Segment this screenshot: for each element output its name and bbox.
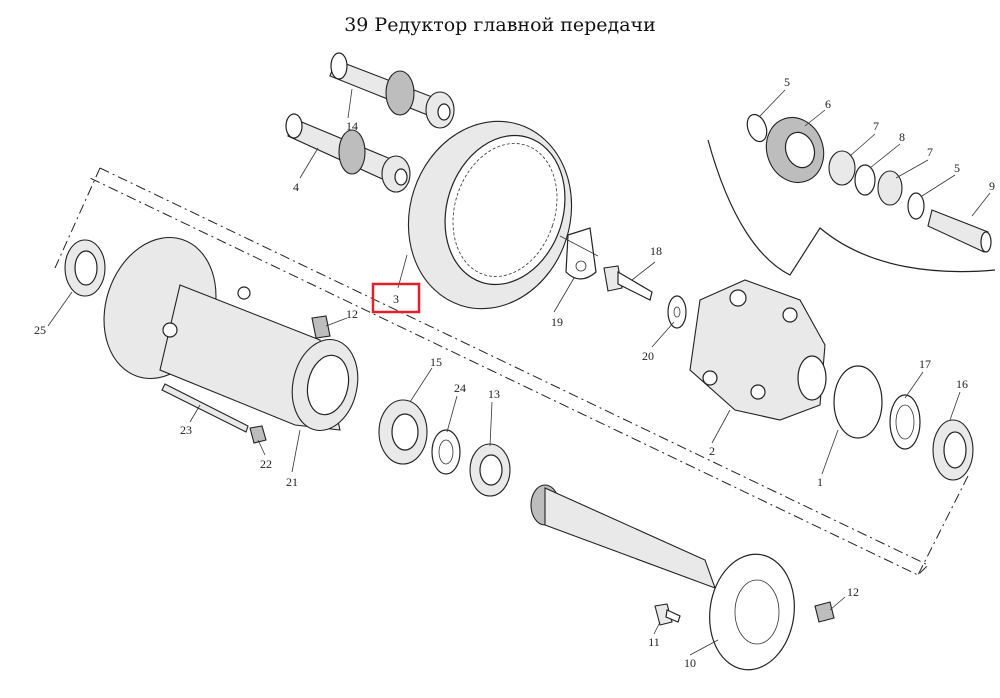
part-10-output-shaft[interactable] bbox=[530, 484, 802, 675]
part-21-housing[interactable] bbox=[86, 223, 365, 437]
part-6-gear[interactable] bbox=[757, 109, 832, 190]
label-4[interactable]: 4 bbox=[293, 180, 299, 194]
label-14[interactable]: 14 bbox=[346, 119, 358, 133]
label-15[interactable]: 15 bbox=[430, 355, 442, 369]
part-5-washer-b[interactable] bbox=[907, 192, 925, 220]
part-23-stud[interactable] bbox=[161, 383, 249, 433]
assembly-outline-right bbox=[917, 475, 969, 576]
part-11-bolt[interactable] bbox=[654, 603, 681, 626]
part-1-circlip[interactable] bbox=[833, 365, 883, 439]
label-12-bottom[interactable]: 12 bbox=[847, 585, 859, 599]
label-22[interactable]: 22 bbox=[260, 457, 272, 471]
part-14-shaft[interactable] bbox=[329, 52, 455, 129]
label-1[interactable]: 1 bbox=[817, 475, 823, 489]
label-8[interactable]: 8 bbox=[899, 130, 905, 144]
label-10[interactable]: 10 bbox=[684, 656, 696, 670]
assembly-outline-left bbox=[54, 167, 101, 269]
label-23[interactable]: 23 bbox=[180, 423, 192, 437]
callout-labels: 14 4 3 18 19 20 2 1 17 16 15 24 13 12 21… bbox=[34, 75, 995, 670]
label-18[interactable]: 18 bbox=[650, 244, 662, 258]
part-2-carrier[interactable] bbox=[689, 279, 827, 421]
part-22-nut[interactable] bbox=[249, 425, 267, 444]
part-12-fitting-a[interactable] bbox=[311, 315, 331, 339]
label-11[interactable]: 11 bbox=[648, 635, 660, 649]
label-13[interactable]: 13 bbox=[488, 387, 500, 401]
label-6[interactable]: 6 bbox=[825, 97, 831, 111]
part-20-washer[interactable] bbox=[667, 295, 687, 329]
part-13-bearing[interactable] bbox=[469, 443, 511, 497]
label-20[interactable]: 20 bbox=[642, 349, 654, 363]
detail-bubble-outline bbox=[707, 139, 996, 276]
part-16-bearing[interactable] bbox=[932, 419, 974, 481]
label-2[interactable]: 2 bbox=[709, 444, 715, 458]
part-7-needle-bearing-a[interactable] bbox=[828, 150, 856, 186]
part-4-shaft[interactable] bbox=[285, 113, 411, 193]
label-5-right[interactable]: 5 bbox=[954, 161, 960, 175]
part-9-pin[interactable] bbox=[927, 209, 992, 253]
diagram-title: 39 Редуктор главной передачи bbox=[344, 14, 656, 36]
label-25[interactable]: 25 bbox=[34, 323, 46, 337]
part-5-washer-a[interactable] bbox=[744, 112, 770, 144]
label-16[interactable]: 16 bbox=[956, 377, 968, 391]
part-8-spacer[interactable] bbox=[854, 164, 876, 196]
part-15-bearing[interactable] bbox=[378, 399, 428, 465]
label-21[interactable]: 21 bbox=[286, 475, 298, 489]
part-3-ring-gear[interactable] bbox=[385, 100, 596, 330]
label-17[interactable]: 17 bbox=[919, 357, 931, 371]
label-12-top[interactable]: 12 bbox=[346, 307, 358, 321]
label-19[interactable]: 19 bbox=[551, 315, 563, 329]
part-25-oil-seal[interactable] bbox=[64, 239, 106, 297]
highlight-box-part-3 bbox=[371, 282, 421, 314]
leader-lines bbox=[47, 88, 991, 656]
part-12-fitting-b[interactable] bbox=[814, 601, 835, 623]
label-5-left[interactable]: 5 bbox=[784, 75, 790, 89]
part-7-needle-bearing-b[interactable] bbox=[877, 170, 903, 206]
label-7-right[interactable]: 7 bbox=[927, 145, 933, 159]
part-24-spacer[interactable] bbox=[431, 429, 461, 475]
label-24[interactable]: 24 bbox=[454, 381, 466, 395]
label-7-left[interactable]: 7 bbox=[873, 119, 879, 133]
part-17-spacer[interactable] bbox=[889, 394, 921, 450]
label-3[interactable]: 3 bbox=[393, 292, 399, 306]
assembly-axis bbox=[89, 167, 929, 576]
label-9[interactable]: 9 bbox=[989, 179, 995, 193]
part-18-bolt[interactable] bbox=[603, 265, 653, 301]
part-19-lock-washer[interactable] bbox=[565, 227, 597, 280]
